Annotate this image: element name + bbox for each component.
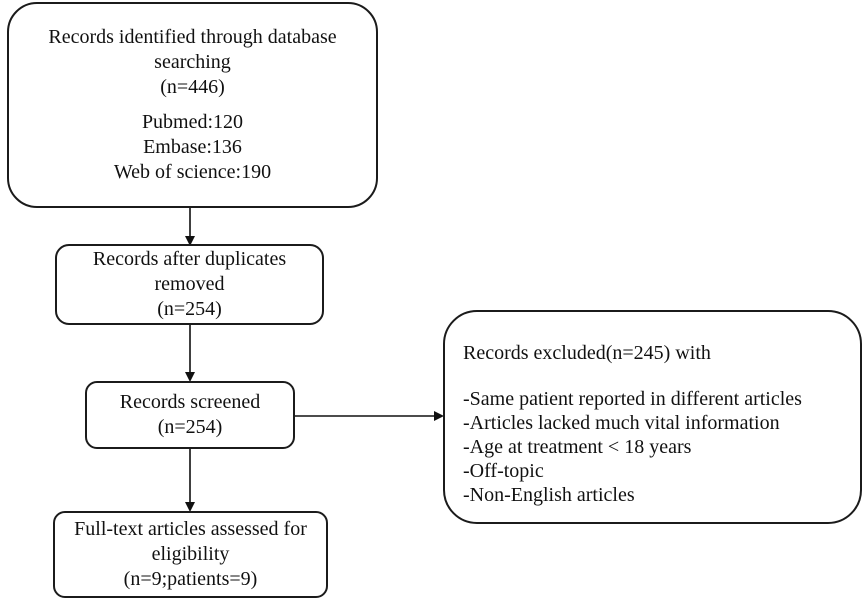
exclusion-reason-missing-information: -Articles lacked much vital information xyxy=(463,412,780,434)
duplicates-removed-line-2: removed xyxy=(154,273,225,295)
records-screened-count: (n=254) xyxy=(157,416,223,438)
full-text-line-1: Full-text articles assessed for xyxy=(74,518,307,540)
exclusion-reason-off-topic: -Off-topic xyxy=(463,460,544,482)
exclusion-reason-age: -Age at treatment < 18 years xyxy=(463,436,692,458)
records-excluded-title: Records excluded(n=245) with xyxy=(463,342,711,364)
records-identified-box: Records identified through database sear… xyxy=(7,2,378,208)
records-screened-box: Records screened (n=254) xyxy=(85,381,295,449)
full-text-count: (n=9;patients=9) xyxy=(123,568,258,590)
records-identified-count: (n=446) xyxy=(160,76,225,98)
duplicates-removed-box: Records after duplicates removed (n=254) xyxy=(55,244,324,325)
exclusion-reason-same-patient: -Same patient reported in different arti… xyxy=(463,388,802,410)
duplicates-removed-line-1: Records after duplicates xyxy=(92,248,287,270)
records-identified-line-1: Records identified through database xyxy=(48,26,337,48)
records-identified-line-2: searching xyxy=(154,51,231,73)
duplicates-removed-count: (n=254) xyxy=(157,298,222,320)
full-text-box: Full-text articles assessed for eligibil… xyxy=(53,511,328,598)
records-excluded-box: Records excluded(n=245) with -Same patie… xyxy=(443,310,862,524)
full-text-line-2: eligibility xyxy=(151,543,230,565)
records-screened-label: Records screened xyxy=(119,391,261,413)
pubmed-count: Pubmed:120 xyxy=(141,111,244,133)
records-excluded-content: Records excluded(n=245) with -Same patie… xyxy=(463,341,802,507)
embase-count: Embase:136 xyxy=(143,136,242,158)
web-of-science-count: Web of science:190 xyxy=(113,161,272,183)
exclusion-reason-non-english: -Non-English articles xyxy=(463,484,635,506)
